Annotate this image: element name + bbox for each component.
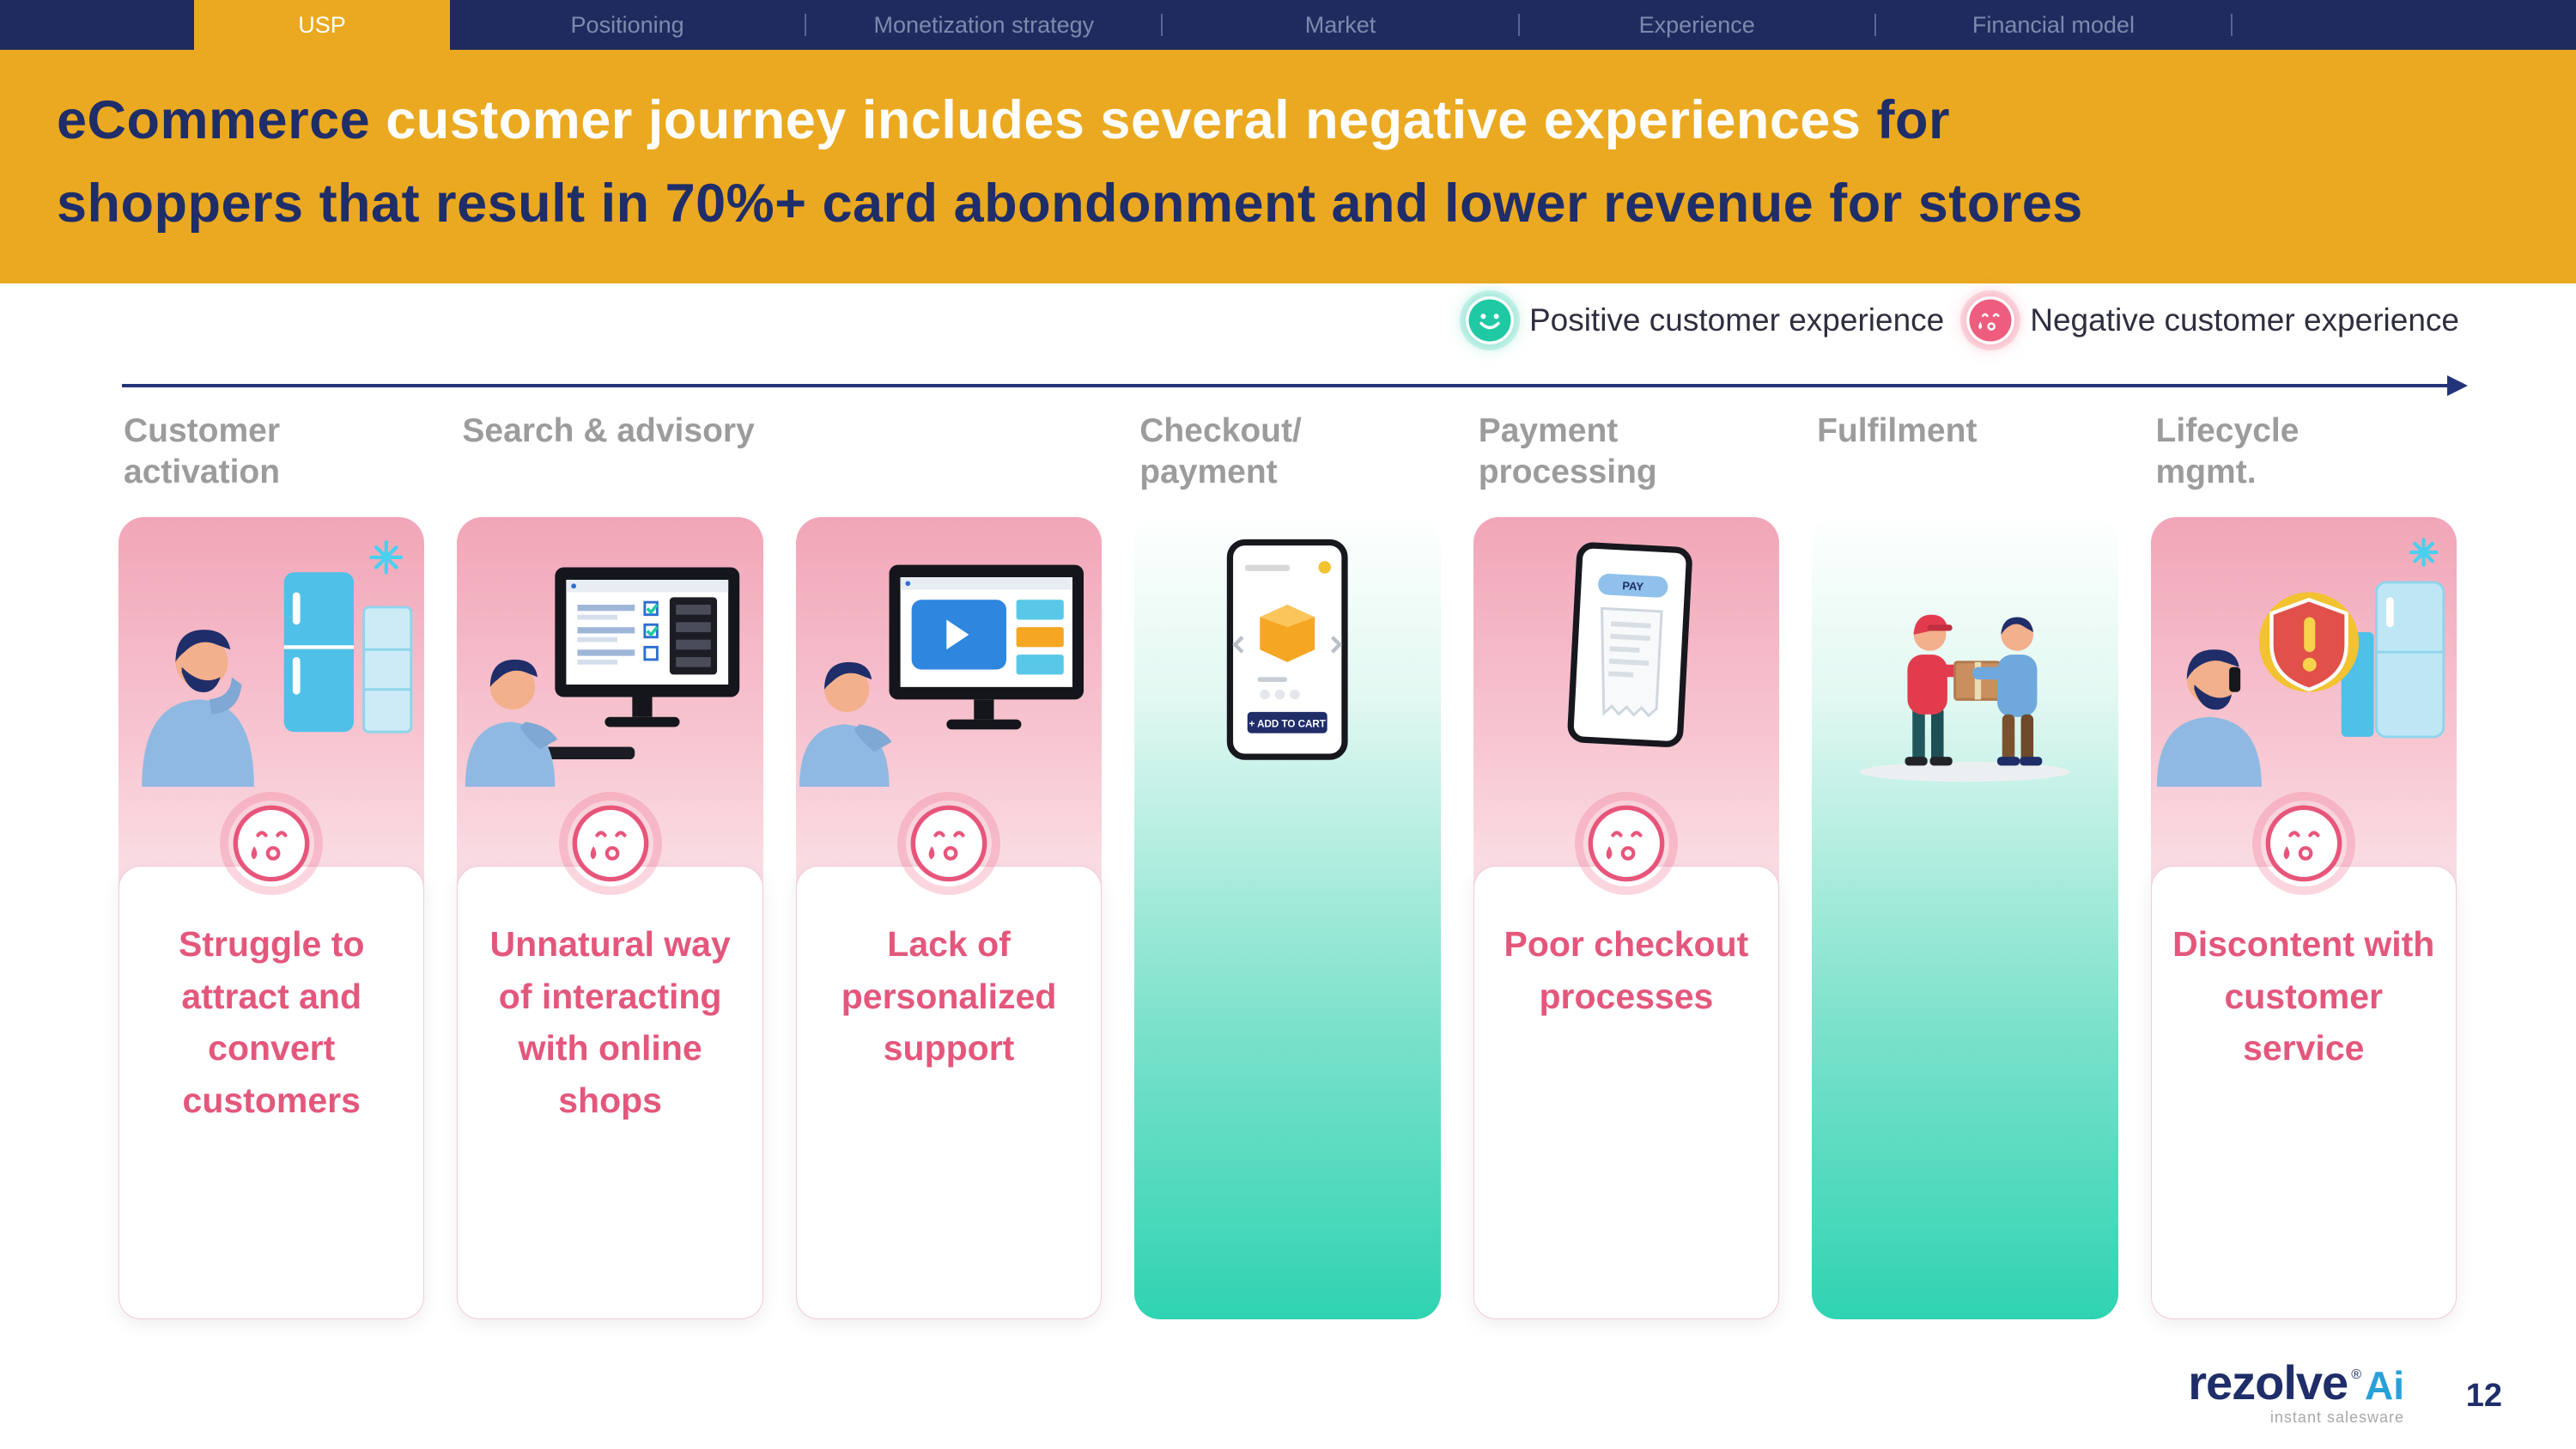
title-segment-navy: shoppers that result in 70%+ card abondo… (57, 174, 2083, 234)
journey-column-customer-activation: Customer activation (118, 411, 425, 1319)
pain-point-card: Lack of personalized support (795, 866, 1103, 1319)
nav-tabs-row: Positioning Monetization strategy Market… (450, 0, 2576, 50)
pain-point-card: Poor checkout processes (1473, 866, 1780, 1319)
journey-column-search-advisory: Search & advisory (457, 411, 763, 1319)
add-to-cart-button-label: + ADD TO CART (1249, 718, 1326, 729)
tablet-pay-illustration-svg: PAY (1567, 542, 1692, 747)
warning-shield-illustration-svg (2156, 538, 2445, 787)
title-segment-navy: for (1876, 90, 1950, 150)
column-header: Fulfilment (1817, 412, 1978, 449)
legend-positive-label: Positive customer experience (1528, 302, 1945, 338)
positive-stage-panel (1812, 517, 2118, 1319)
registered-mark: ® (2351, 1367, 2361, 1382)
pain-point-card: Struggle to attract and convert customer… (118, 866, 425, 1319)
nav-divider (2231, 14, 2233, 36)
logo-tagline: instant salesware (2269, 1409, 2404, 1426)
title-segment-white: customer journey includes several negati… (386, 90, 1877, 150)
pay-button-label: PAY (1622, 579, 1644, 593)
page-number: 12 (2465, 1378, 2502, 1414)
negative-experience-icon (906, 801, 992, 886)
illustration-man-phone-warning (2154, 521, 2453, 787)
logo-ai-text: Ai (2365, 1363, 2404, 1408)
column-header: Checkout/ payment (1139, 412, 1302, 490)
illustration-man-video-screen (799, 521, 1098, 787)
column-header (796, 411, 1102, 517)
experience-legend: Positive customer experience Negative cu… (1466, 296, 2459, 344)
negative-experience-icon (568, 801, 653, 886)
pain-point-card: Unnatural way of interacting with online… (457, 866, 763, 1319)
man-fridge-illustration-svg (142, 540, 413, 787)
journey-column-personalized-support: Lack of personalized support (795, 411, 1103, 1319)
illustration-man-with-appliances (122, 521, 421, 787)
tab-monetization-strategy[interactable]: Monetization strategy (873, 11, 1095, 38)
journey-column-fulfilment: Fulfilment (1812, 411, 2118, 1319)
legend-negative: Negative customer experience (1966, 296, 2459, 344)
tablet-cart-illustration-svg: + ADD TO CART (1227, 539, 1348, 760)
negative-experience-icon (1583, 801, 1669, 886)
column-header: Customer activation (124, 412, 281, 490)
tab-financial-model[interactable]: Financial model (1971, 11, 2135, 38)
brand-logo: rezolve® Ai instant salesware (2188, 1355, 2404, 1427)
tab-market[interactable]: Market (1304, 11, 1376, 38)
timeline-arrow (122, 375, 2468, 396)
logo-text: rezolve (2188, 1355, 2348, 1409)
nav-divider (805, 14, 807, 36)
column-header: Payment processing (1478, 412, 1657, 490)
tab-usp[interactable]: USP (194, 0, 450, 50)
journey-columns: Customer activation (118, 411, 2457, 1319)
title-banner: eCommerce customer journey includes seve… (0, 50, 2576, 283)
negative-experience-icon (228, 801, 314, 886)
positive-smiley-icon (1466, 296, 1514, 344)
legend-positive: Positive customer experience (1466, 296, 1944, 344)
journey-column-checkout-payment: Checkout/ payment (1134, 411, 1441, 1319)
tab-experience[interactable]: Experience (1638, 11, 1755, 38)
column-header: Search & advisory (462, 412, 755, 449)
top-nav: USP Positioning Monetization strategy Ma… (0, 0, 2576, 50)
nav-divider (1874, 14, 1876, 36)
tab-positioning[interactable]: Positioning (570, 11, 684, 38)
illustration-delivery-handoff (1815, 521, 2114, 787)
nav-divider (1517, 14, 1520, 36)
delivery-illustration-svg (1860, 614, 2070, 782)
illustration-man-at-desktop (460, 521, 759, 787)
slide-title: eCommerce customer journey includes seve… (0, 50, 2576, 246)
tab-usp-label: USP (298, 11, 346, 38)
illustration-tablet-pay-receipt: PAY (1477, 521, 1776, 787)
legend-negative-label: Negative customer experience (2030, 302, 2459, 338)
illustration-tablet-add-to-cart: + ADD TO CART (1138, 521, 1437, 787)
negative-sad-icon (1966, 296, 2014, 344)
title-segment-navy: eCommerce (57, 90, 386, 150)
negative-experience-icon (2261, 801, 2347, 886)
column-header: Lifecycle mgmt. (2155, 412, 2300, 490)
journey-column-payment-processing: Payment processing PAY (1473, 411, 1780, 1319)
man-desktop-illustration-svg (465, 567, 740, 787)
pain-point-card: Discontent with customer service (2150, 866, 2457, 1319)
nav-divider (1161, 14, 1163, 36)
man-video-illustration-svg (799, 564, 1084, 787)
journey-column-lifecycle-mgmt: Lifecycle mgmt. (2150, 411, 2457, 1319)
